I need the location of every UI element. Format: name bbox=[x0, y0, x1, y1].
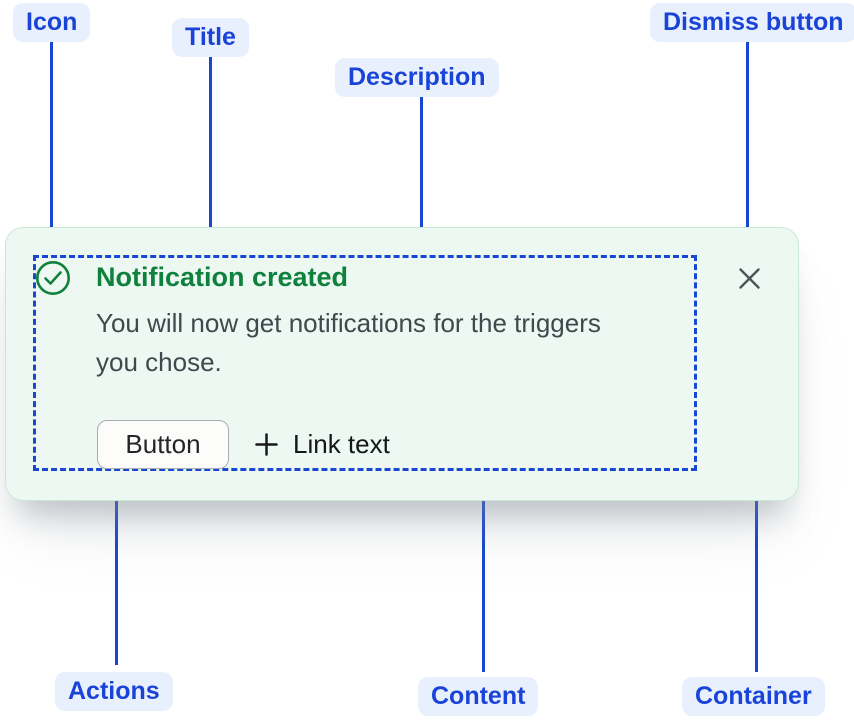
link-action[interactable]: Link text bbox=[253, 420, 390, 469]
action-button[interactable]: Button bbox=[97, 420, 229, 469]
annotation-label-dismiss: Dismiss button bbox=[650, 3, 854, 42]
link-text: Link text bbox=[293, 429, 390, 459]
check-circle-icon bbox=[34, 259, 72, 297]
connector-line-description bbox=[420, 95, 423, 296]
notification-container: Notification created You will now get no… bbox=[5, 227, 799, 501]
plus-icon bbox=[253, 431, 280, 458]
close-icon bbox=[736, 265, 763, 292]
notification-title: Notification created bbox=[96, 262, 349, 292]
dismiss-button[interactable] bbox=[734, 263, 764, 293]
connector-line-content bbox=[482, 471, 485, 672]
notification-description: You will now get notifications for the t… bbox=[96, 304, 601, 382]
annotation-label-actions: Actions bbox=[55, 672, 173, 711]
notification-description-line1: You will now get notifications for the t… bbox=[96, 308, 601, 338]
annotation-label-title: Title bbox=[172, 18, 249, 57]
connector-line-container bbox=[755, 472, 758, 672]
annotation-label-icon: Icon bbox=[13, 3, 91, 42]
annotation-label-content: Content bbox=[418, 677, 539, 716]
notification-description-line2: you chose. bbox=[96, 347, 222, 377]
annotation-label-container: Container bbox=[682, 677, 825, 716]
annotation-label-description: Description bbox=[335, 58, 499, 97]
connector-line-icon bbox=[50, 38, 53, 238]
connector-line-title bbox=[209, 55, 212, 256]
connector-line-dismiss bbox=[746, 40, 749, 241]
notification-content-region bbox=[33, 255, 697, 471]
connector-line-actions bbox=[115, 467, 118, 665]
